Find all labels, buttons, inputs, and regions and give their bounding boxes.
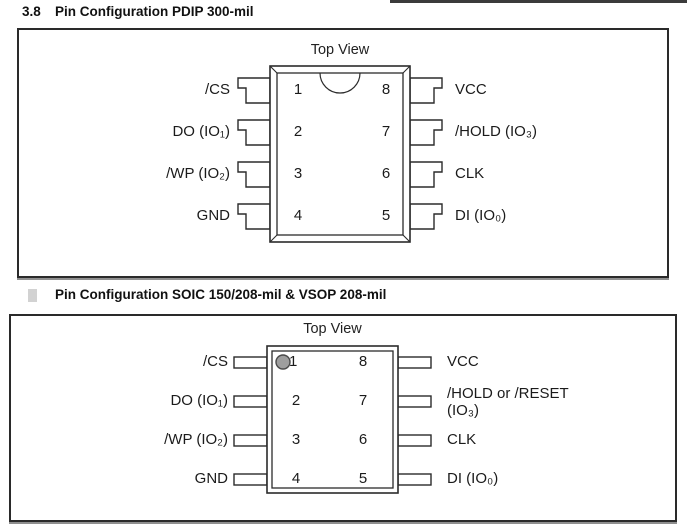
- soic-pin7-label-line1: /HOLD or /RESET: [447, 385, 569, 402]
- pdip-topview-label: Top View: [310, 42, 370, 58]
- soic-pin2-number: 2: [291, 392, 301, 409]
- pdip-pin2-label: DO (IO₁): [172, 123, 230, 140]
- top-edge-artifact-strip: [390, 0, 687, 3]
- soic-pin7-label: /HOLD or /RESET (IO₃): [447, 385, 667, 419]
- soic-pin1-label: /CS: [202, 353, 228, 370]
- soic-pin4-label: GND: [194, 470, 228, 487]
- pdip-pin2-number: 2: [293, 123, 303, 140]
- pdip-pin4-label: GND: [196, 207, 230, 224]
- pdip-diagram-frame: [17, 28, 669, 278]
- pdip-pin1-number: 1: [293, 81, 303, 98]
- soic-section-title: Pin Configuration SOIC 150/208-mil & VSO…: [55, 287, 387, 302]
- soic-topview-label: Top View: [303, 321, 362, 337]
- soic-pin6-number: 6: [358, 431, 368, 448]
- pdip-pin1-label: /CS: [204, 81, 230, 98]
- soic-pin1-number: 1: [289, 353, 298, 370]
- pdip-pin4-number: 4: [293, 207, 303, 224]
- pdip-pin3-number: 3: [293, 165, 303, 182]
- soic-pin5-number: 5: [358, 470, 368, 487]
- soic-pin6-label: CLK: [447, 431, 477, 448]
- pdip-pin3-label: /WP (IO₂): [166, 165, 230, 182]
- pdip-pin7-label: /HOLD (IO₃): [455, 123, 537, 140]
- pdip-pin7-number: 7: [381, 123, 391, 140]
- pdip-pin8-label: VCC: [455, 81, 487, 98]
- pdip-pin5-number: 5: [381, 207, 391, 224]
- soic-pin5-label: DI (IO₀): [447, 470, 499, 487]
- soic-pin7-number: 7: [358, 392, 368, 409]
- soic-pin8-number: 8: [358, 353, 368, 370]
- pdip-pin5-label: DI (IO₀): [455, 207, 507, 224]
- soic-pin7-label-line2: (IO₃): [447, 402, 479, 419]
- pdip-section-title: Pin Configuration PDIP 300-mil: [55, 4, 254, 19]
- soic-pin4-number: 4: [291, 470, 301, 487]
- pdip-pin8-number: 8: [381, 81, 391, 98]
- soic-pin2-label: DO (IO₁): [170, 392, 228, 409]
- pdip-section-number: 3.8: [22, 4, 41, 19]
- faint-section-number-mark: [28, 289, 37, 302]
- pdip-pin6-label: CLK: [455, 165, 485, 182]
- soic-pin3-label: /WP (IO₂): [164, 431, 228, 448]
- soic-pin3-number: 3: [291, 431, 301, 448]
- soic-pin8-label: VCC: [447, 353, 479, 370]
- pdip-pin6-number: 6: [381, 165, 391, 182]
